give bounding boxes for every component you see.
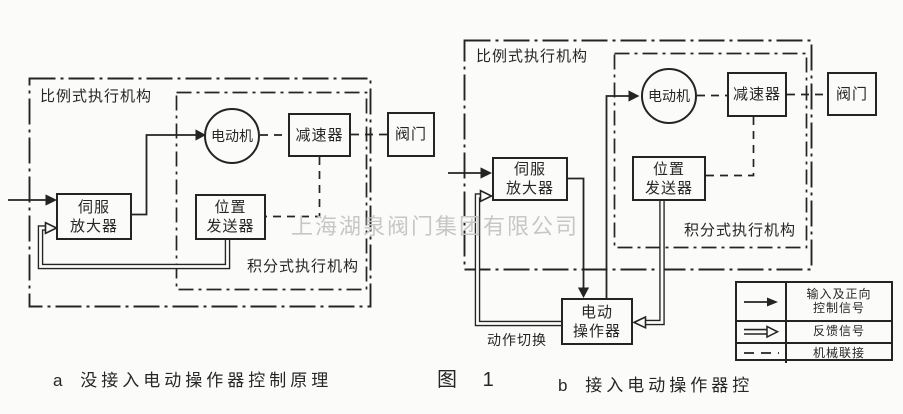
electric-operator-block-b: 电动 操作器: [561, 298, 633, 345]
integral-actuator-label-b: 积分式执行机构: [684, 222, 797, 239]
legend-row-mechanical-link: 机械联接: [737, 341, 891, 363]
legend-feedback-label: 反馈信号: [812, 324, 865, 338]
mechanical-links: [260, 93, 827, 218]
reducer-label-b: 减速器: [732, 86, 781, 103]
motor-block-b: 电动机: [641, 68, 697, 124]
valve-block-a: 阀门: [387, 112, 435, 157]
electric-operator-label-b-line2: 操作器: [572, 322, 621, 340]
position-transmitter-label-a-line2: 发送器: [206, 218, 255, 235]
legend-row-input-signal: 输入及正向 控制信号: [737, 283, 891, 320]
signal-arrowheads: [45, 90, 640, 298]
feedback-arrowheads: [44, 189, 647, 330]
caption-a: a 没接入电动操作器控制原理: [53, 366, 332, 391]
position-transmitter-label-b-line1: 位置: [652, 160, 685, 178]
position-transmitter-block-a: 位置 发送器: [195, 194, 266, 240]
servo-to-operator-line-b: [568, 177, 585, 288]
proportional-actuator-boundary-b: [463, 39, 813, 271]
signal-lines: [8, 95, 629, 298]
operator-to-motor-arrow-b: [628, 90, 640, 102]
servo-amplifier-block-a: 伺服 放大器: [56, 193, 132, 240]
reducer-to-transmitter-link-a: [266, 157, 321, 218]
valve-label-a: 阀门: [394, 126, 427, 143]
servo-amplifier-label-b-line2: 放大器: [505, 180, 554, 197]
solid-arrow-icon: [737, 283, 787, 320]
position-transmitter-label-b-line2: 发送器: [644, 179, 693, 197]
integral-actuator-label-a: 积分式执行机构: [247, 258, 360, 275]
operator-to-motor-line-b: [605, 95, 629, 298]
electric-operator-label-b-line1: 电动: [580, 303, 613, 321]
proportional-actuator-boundary-a: [28, 77, 372, 308]
proportional-actuator-label-b: 比例式执行机构: [476, 48, 589, 65]
servo-amplifier-label-b-line1: 伺服: [513, 161, 546, 178]
feedback-arrow-into-operator-b: [632, 315, 647, 330]
caption-a-text: 没接入电动操作器控制原理: [80, 371, 333, 390]
integral-actuator-boundary-b: [613, 52, 808, 249]
motor-label-b: 电动机: [648, 87, 690, 104]
reducer-block-b: 减速器: [727, 72, 787, 117]
figure-title-number: 1: [482, 369, 494, 391]
servo-amplifier-block-b: 伺服 放大器: [492, 157, 568, 201]
legend-row-feedback-signal: 反馈信号: [737, 320, 891, 342]
reducer-block-a: 减速器: [288, 113, 351, 157]
figure-title-label: 图: [437, 369, 457, 391]
reducer-to-transmitter-link-b: [706, 117, 755, 177]
caption-b: b 接入电动操作器控: [558, 371, 753, 396]
legend-table: 输入及正向 控制信号 反馈信号 机械联接: [735, 281, 893, 363]
dashed-line-icon: [737, 343, 787, 363]
position-transmitter-block-b: 位置 发送器: [632, 156, 706, 201]
input-arrow-b: [480, 167, 492, 179]
watermark-text: 上海湖泉阀门集团有限公司: [291, 214, 580, 239]
caption-b-text: 接入电动操作器控: [585, 376, 754, 395]
action-switch-label: 动作切换: [487, 332, 547, 348]
legend-mechanical-label: 机械联接: [812, 345, 865, 360]
proportional-actuator-label-a: 比例式执行机构: [40, 88, 153, 105]
valve-block-b: 阀门: [827, 72, 877, 116]
valve-label-b: 阀门: [835, 85, 868, 103]
double-line-arrow-icon: [737, 322, 787, 342]
servo-to-operator-arrow-b: [577, 287, 590, 298]
motor-block-a: 电动机: [204, 108, 260, 164]
feedback-arrow-into-servo-b: [479, 189, 494, 203]
servo-amplifier-label-a-line1: 伺服: [77, 198, 110, 216]
feedback-lines: [37, 193, 665, 327]
position-transmitter-label-a-line1: 位置: [214, 199, 247, 216]
caption-a-index: a: [53, 371, 63, 390]
legend-input-label-line2: 控制信号: [812, 300, 865, 315]
figure-title: 图 1: [437, 363, 494, 392]
motor-label-a: 电动机: [211, 127, 253, 144]
feedback-arrow-into-servo-a: [44, 221, 59, 235]
integral-actuator-boundary-a: [175, 91, 368, 291]
input-arrow-a: [45, 194, 57, 206]
reducer-label-a: 减速器: [295, 126, 344, 144]
servo-amplifier-label-a-line2: 放大器: [69, 217, 118, 235]
legend-input-label-line1: 输入及正向: [806, 287, 872, 301]
servo-to-motor-line-a: [132, 134, 196, 216]
caption-b-index: b: [558, 376, 568, 395]
servo-to-motor-arrow-a: [195, 129, 206, 141]
